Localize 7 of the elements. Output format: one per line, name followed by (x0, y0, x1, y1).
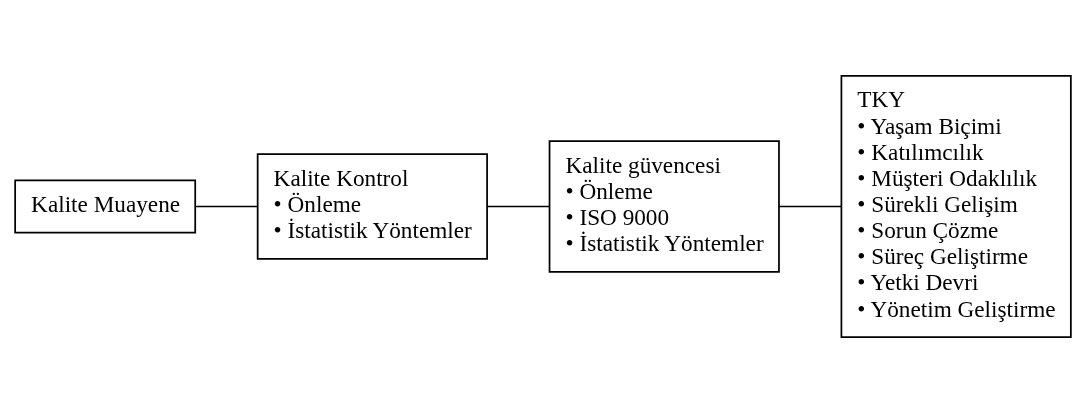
node-box: Kalite Kontrol • Önleme • İstatistik Yöntemler (256, 152, 488, 260)
node-box: Kalite Muayene (14, 179, 197, 233)
connector (486, 205, 551, 207)
connector (778, 205, 842, 207)
connector (194, 205, 259, 207)
node-box: TKY • Yaşam Biçimi • Katılımcılık • Müşteri Odaklılık • Sürekli Gelişim • Sorun Çözme • Süreç Geliştirme • Yetki Devri • Yönetim Geliştirme (840, 74, 1072, 338)
node-box: Kalite güvencesi • Önleme • ISO 9000 • İstatistik Yöntemler (548, 139, 780, 273)
